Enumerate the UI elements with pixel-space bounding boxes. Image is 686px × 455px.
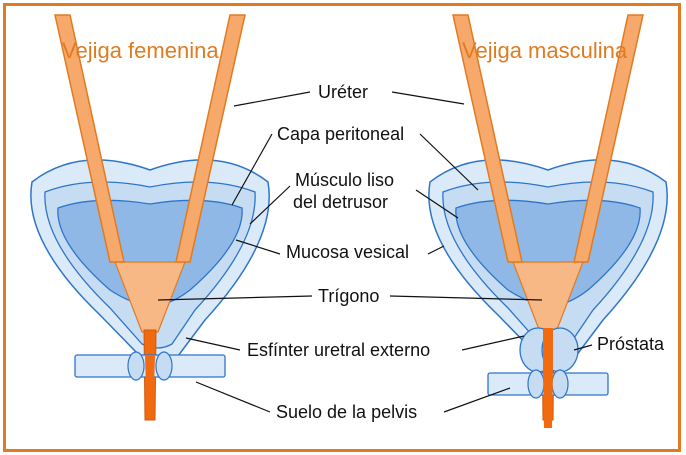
female-bladder bbox=[31, 15, 269, 420]
ureter-label: Uréter bbox=[318, 82, 368, 102]
external-sphincter-label: Esfínter uretral externo bbox=[247, 340, 430, 360]
mucosa-label: Mucosa vesical bbox=[286, 242, 409, 262]
peritoneal-layer-label: Capa peritoneal bbox=[277, 124, 404, 144]
male-title: Vejiga masculina bbox=[462, 38, 628, 63]
prostate-label: Próstata bbox=[597, 334, 665, 354]
detrusor-label-line1: Músculo liso bbox=[295, 170, 394, 190]
male-bladder bbox=[429, 15, 667, 428]
pelvic-floor-label: Suelo de la pelvis bbox=[276, 402, 417, 422]
female-title: Vejiga femenina bbox=[62, 38, 219, 63]
trigone-label: Trígono bbox=[318, 286, 379, 306]
detrusor-label-line2: del detrusor bbox=[293, 192, 388, 212]
